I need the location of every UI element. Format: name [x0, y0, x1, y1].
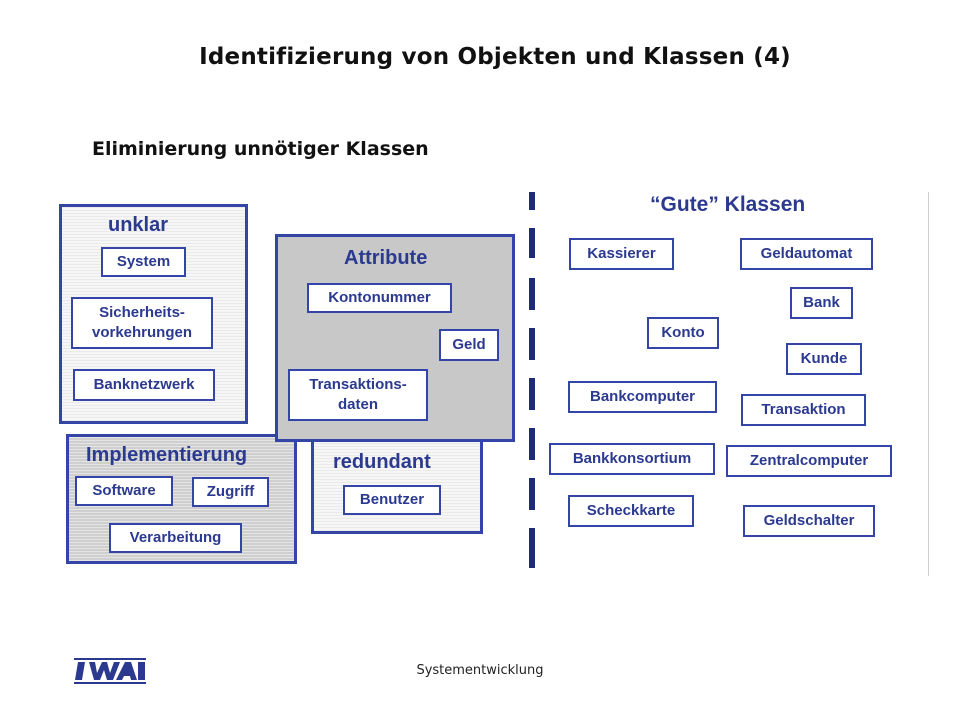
divider-dash [529, 528, 535, 568]
class-box-geldschalter: Geldschalter [743, 505, 875, 537]
group-redundant [311, 434, 483, 534]
class-box-bankkonsortium: Bankkonsortium [549, 443, 715, 475]
class-box-banknetzwerk: Banknetzwerk [73, 369, 215, 401]
institute-logo [72, 656, 148, 686]
class-box-zentralcomputer: Zentralcomputer [726, 445, 892, 477]
group-attribute-heading: Attribute [344, 247, 428, 269]
class-box-sicherheitsvorkehrungen: Sicherheits- vorkehrungen [71, 297, 213, 349]
group-implementierung-heading: Implementierung [86, 444, 248, 466]
class-box-kassierer: Kassierer [569, 238, 674, 270]
class-box-benutzer: Benutzer [343, 485, 441, 515]
slide-subtitle: Eliminierung unnötiger Klassen [92, 138, 429, 160]
divider-dash [529, 328, 535, 360]
group-unklar-heading: unklar [108, 214, 169, 236]
class-box-scheckkarte: Scheckkarte [568, 495, 694, 527]
slide-title: Identifizierung von Objekten und Klassen… [199, 44, 791, 70]
panel-right-edge [928, 192, 929, 576]
divider-dash [529, 478, 535, 510]
footer-label: Systementwicklung [416, 663, 544, 678]
divider-dash [529, 428, 535, 460]
class-box-kunde: Kunde [786, 343, 862, 375]
divider-dash [529, 192, 535, 210]
class-box-geld: Geld [439, 329, 499, 361]
class-box-verarbeitung: Verarbeitung [109, 523, 242, 553]
class-box-transaktionsdaten: Transaktions- daten [288, 369, 428, 421]
divider-dash [529, 278, 535, 310]
class-box-konto: Konto [647, 317, 719, 349]
class-box-zugriff: Zugriff [192, 477, 269, 507]
class-box-bankcomputer: Bankcomputer [568, 381, 717, 413]
class-box-kontonummer: Kontonummer [307, 283, 452, 313]
class-box-transaktion: Transaktion [741, 394, 866, 426]
divider-dash [529, 228, 535, 258]
class-box-bank: Bank [790, 287, 853, 319]
group-redundant-heading: redundant [333, 451, 431, 473]
class-box-system: System [101, 247, 186, 277]
class-box-geldautomat: Geldautomat [740, 238, 873, 270]
class-box-software: Software [75, 476, 173, 506]
divider-dash [529, 378, 535, 410]
good-classes-heading: “Gute” Klassen [650, 193, 806, 216]
